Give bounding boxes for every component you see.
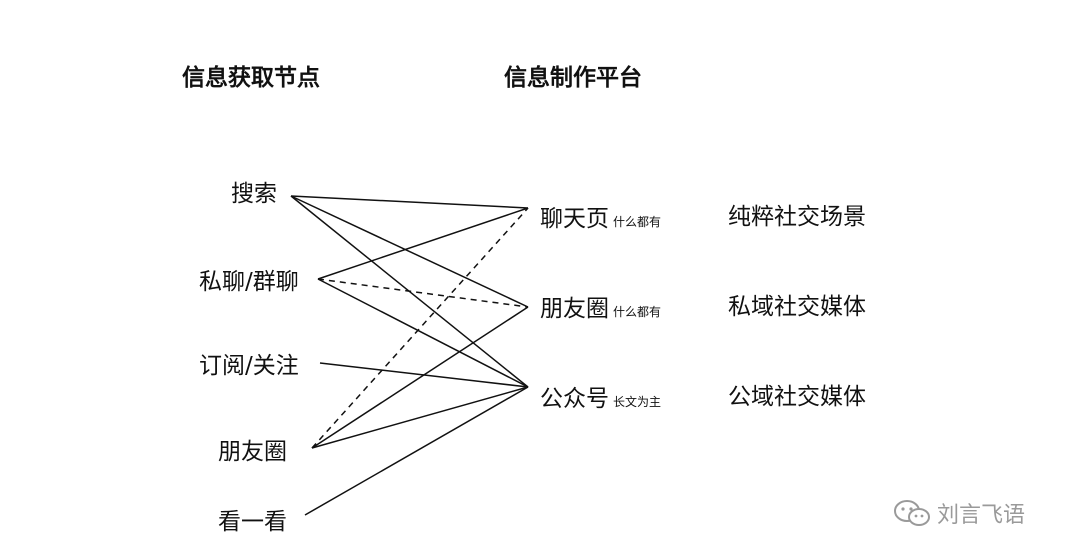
connection-line-10 <box>304 386 529 516</box>
connection-line-8 <box>311 306 529 449</box>
middle-node-name: 公众号 <box>540 386 609 412</box>
middle-node-note: 什么都有 <box>613 305 662 319</box>
middle-node-note: 什么都有 <box>613 215 662 229</box>
left-column-header: 信息获取节点 <box>182 65 320 91</box>
left-node-look: 看一看 <box>218 509 287 535</box>
middle-node-name: 聊天页 <box>540 206 609 232</box>
watermark-text: 刘言飞语 <box>937 503 1026 528</box>
connection-line-5 <box>317 278 529 388</box>
middle-node-note: 长文为主 <box>613 395 662 409</box>
connection-line-9 <box>311 386 529 449</box>
connection-line-0 <box>290 195 529 209</box>
middle-column-header: 信息制作平台 <box>504 65 642 91</box>
connection-line-3 <box>317 207 529 280</box>
middle-node-name: 朋友圈 <box>540 296 609 322</box>
right-node-pure-social: 纯粹社交场景 <box>728 204 866 230</box>
middle-node-chat-page: 聊天页什么都有 <box>540 199 661 233</box>
watermark: 刘言飞语 <box>893 497 1025 529</box>
connection-line-4 <box>317 278 529 308</box>
left-node-subscribe-follow: 订阅/关注 <box>199 353 299 379</box>
left-node-private-group-chat: 私聊/群聊 <box>199 269 299 295</box>
left-node-search: 搜索 <box>231 181 277 207</box>
middle-node-official-account: 公众号长文为主 <box>540 379 661 413</box>
connection-line-7 <box>311 207 529 449</box>
wechat-icon <box>894 500 930 526</box>
right-node-private-social-media: 私域社交媒体 <box>728 294 866 320</box>
left-node-moments: 朋友圈 <box>218 439 287 465</box>
right-node-public-social-media: 公域社交媒体 <box>728 384 866 410</box>
connection-line-1 <box>290 195 529 308</box>
middle-node-moments: 朋友圈什么都有 <box>540 289 661 323</box>
